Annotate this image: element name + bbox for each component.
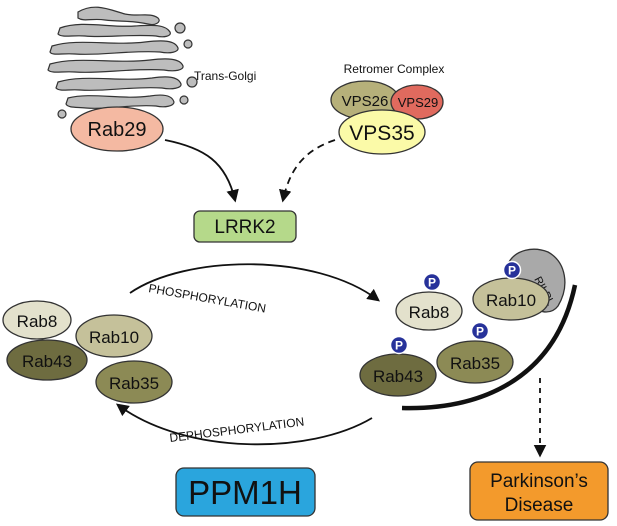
dephosphorylation-arrow — [115, 403, 373, 446]
parkinsons-disease-box — [469, 461, 609, 521]
p-rab10-label: Rab10 — [486, 291, 536, 310]
rab43-oval — [6, 339, 88, 381]
vps26-label: VPS26 — [342, 93, 389, 110]
rab8-label: Rab8 — [17, 312, 58, 331]
p-rab35-label: Rab35 — [450, 354, 500, 373]
phospho-badge-rab10: P — [502, 260, 522, 280]
phospho-marker-rab10: P — [508, 264, 516, 278]
vps35-label: VPS35 — [349, 122, 414, 145]
trans-golgi-label: Trans-Golgi — [194, 69, 256, 83]
rab43-label: Rab43 — [22, 352, 72, 371]
membrane-curve — [401, 284, 578, 411]
phospho-badge-rab8: P — [422, 272, 442, 292]
vps35-oval — [338, 109, 426, 155]
phospho-marker-rab8: P — [428, 276, 436, 290]
rab29-to-lrrk2-arrow — [164, 139, 239, 203]
p-rab8-oval — [395, 291, 463, 331]
p-rab43-label: Rab43 — [373, 367, 423, 386]
p-rab8-label: Rab8 — [409, 303, 450, 322]
rab10-label: Rab10 — [89, 328, 139, 347]
rab10-oval — [75, 314, 153, 358]
dephosphorylation-label: DEPHOSPHORYLATION — [169, 415, 305, 445]
golgi-apparatus-icon — [47, 6, 198, 119]
phospho-badge-rab35: P — [470, 321, 490, 341]
disease-line2: Disease — [505, 495, 574, 516]
rab29-oval — [70, 106, 164, 152]
rab35-oval — [95, 360, 173, 404]
p-rab35-oval — [436, 340, 514, 384]
retromer-complex-title: Retromer Complex — [344, 62, 445, 76]
rab35-label: Rab35 — [109, 374, 159, 393]
rab29-label: Rab29 — [88, 119, 147, 141]
phospho-marker-rab35: P — [476, 325, 484, 339]
phosphorylation-arrow — [129, 263, 381, 302]
lrrk2-label: LRRK2 — [214, 217, 275, 238]
lrrk2-box — [193, 210, 297, 243]
ppm1h-box — [175, 467, 316, 517]
phosphorylation-label: PHOSPHORYLATION — [147, 281, 267, 315]
phospho-marker-rab43: P — [395, 339, 403, 353]
ppm1h-label: PPM1H — [188, 474, 302, 511]
phospho-badge-rab43: P — [389, 335, 409, 355]
vps29-label: VPS29 — [398, 95, 438, 110]
disease-line1: Parkinson’s — [490, 471, 588, 492]
retromer-to-lrrk2-dashed-arrow — [279, 139, 336, 203]
rab8-oval — [2, 300, 72, 340]
